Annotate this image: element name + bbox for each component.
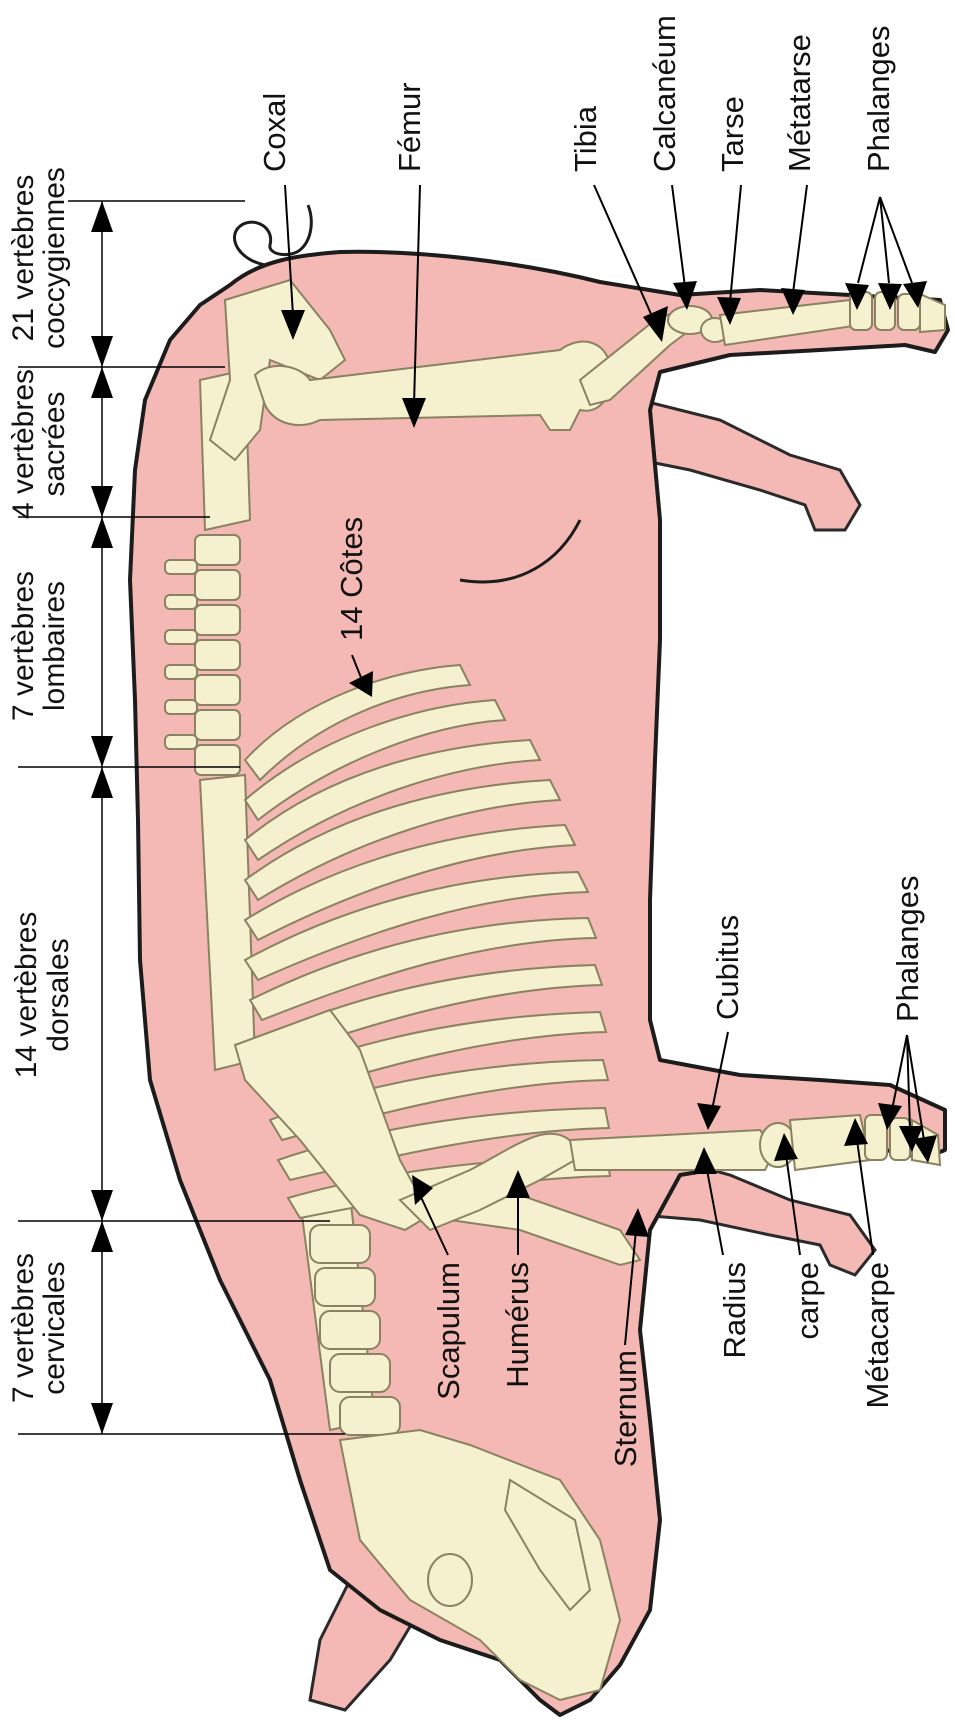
sacral-line1: 4 vertèbres — [7, 369, 40, 519]
coccygeal-line1: 21 vertèbres — [7, 175, 40, 342]
label-sternum: Sternum — [608, 1350, 643, 1467]
sacral-line2: sacrées — [38, 391, 71, 496]
cervical-label: 7 vertèbres cervicales — [7, 1253, 71, 1403]
label-phalanges-fore: Phalanges — [890, 875, 925, 1022]
label-cotes: 14 Côtes — [334, 517, 369, 641]
label-humerus: Humérus — [500, 1262, 535, 1388]
dorsal-line2: dorsales — [42, 938, 75, 1051]
coccygeal-line2: coccygiennes — [38, 167, 71, 349]
label-tarse: Tarse — [715, 96, 750, 172]
top-labels: Coxal Fémur Tibia Calcanéum Tarse Métata… — [257, 15, 896, 172]
label-carpe: carpe — [790, 1262, 825, 1340]
far-hind-leg — [640, 400, 860, 530]
cervical-line2: cervicales — [38, 1261, 71, 1394]
sacral-label: 4 vertèbres sacrées — [7, 369, 71, 519]
lumbar-label: 7 vertèbres lombaires — [7, 571, 71, 721]
label-femur: Fémur — [392, 82, 427, 172]
dorsal-line1: 14 vertèbres — [10, 912, 43, 1079]
label-calcaneum: Calcanéum — [647, 15, 682, 172]
label-coxal: Coxal — [257, 93, 292, 172]
label-radius: Radius — [717, 1262, 752, 1359]
label-cubitus: Cubitus — [710, 915, 745, 1020]
lumbar-line2: lombaires — [38, 581, 71, 711]
label-metacarpe: Métacarpe — [860, 1262, 895, 1408]
lumbar-line1: 7 vertèbres — [7, 571, 40, 721]
dorsal-label: 14 vertèbres dorsales — [10, 912, 75, 1079]
label-phalanges-hind: Phalanges — [861, 25, 896, 172]
cervical-line1: 7 vertèbres — [7, 1253, 40, 1403]
label-metatarse: Métatarse — [782, 34, 817, 172]
coccygeal-label: 21 vertèbres coccygiennes — [7, 167, 71, 349]
label-tibia: Tibia — [568, 105, 603, 172]
label-scapulum: Scapulum — [431, 1262, 466, 1400]
